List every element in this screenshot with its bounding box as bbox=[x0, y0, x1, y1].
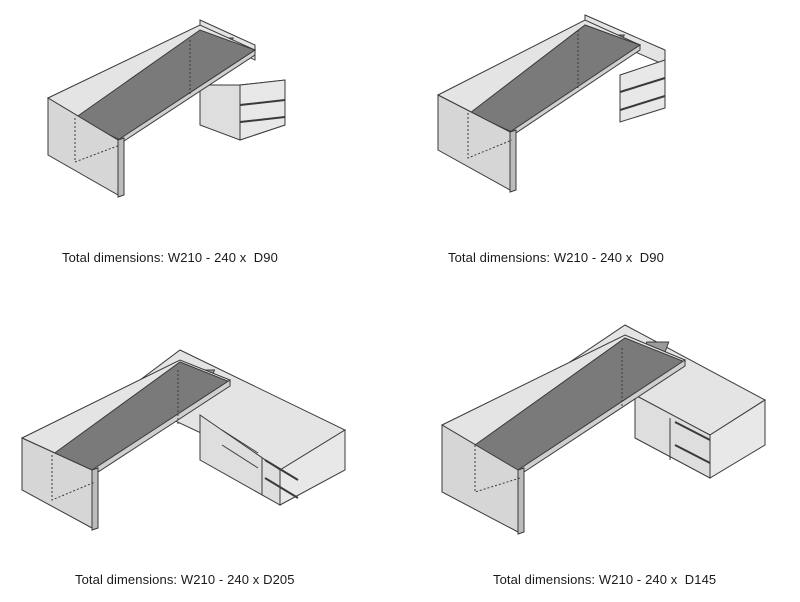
desk-variant-2: Total dimensions: W210 - 240 x D90 bbox=[400, 0, 800, 290]
desk-illustration-4 bbox=[440, 324, 766, 535]
desk-variant-3: Total dimensions: W210 - 240 x D205 bbox=[0, 300, 400, 602]
dimension-caption: Total dimensions: W210 - 240 x D90 bbox=[448, 250, 664, 265]
desk-variant-4: Total dimensions: W210 - 240 x D145 bbox=[400, 300, 800, 602]
desk-variant-1: Total dimensions: W210 - 240 x D90 bbox=[0, 0, 400, 290]
desk-illustration-3 bbox=[20, 349, 347, 531]
dimension-caption: Total dimensions: W210 - 240 x D145 bbox=[493, 572, 717, 587]
desk-illustration-2 bbox=[436, 14, 666, 193]
desk-illustration-1 bbox=[46, 19, 286, 198]
dimension-caption: Total dimensions: W210 - 240 x D90 bbox=[62, 250, 278, 265]
dimension-caption: Total dimensions: W210 - 240 x D205 bbox=[75, 572, 295, 587]
